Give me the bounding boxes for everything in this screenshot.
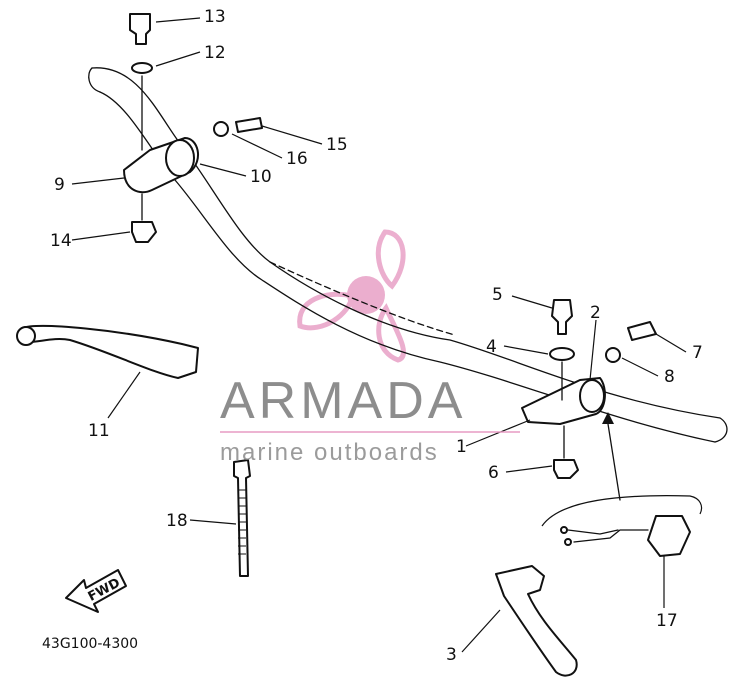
left-clamp-assembly xyxy=(123,13,263,243)
callout-11: 11 xyxy=(88,421,110,441)
brake-lever xyxy=(495,565,578,677)
callout-18: 18 xyxy=(166,511,188,531)
callout-4: 4 xyxy=(486,337,497,357)
callout-10: 10 xyxy=(250,167,272,187)
leader-lines xyxy=(71,17,687,653)
clutch-lever-tip xyxy=(16,326,36,346)
callout-17: 17 xyxy=(656,611,678,631)
callout-9: 9 xyxy=(54,175,65,195)
right-clamp-assembly xyxy=(521,299,657,479)
clutch-lever xyxy=(21,324,199,379)
callout-6: 6 xyxy=(488,463,499,483)
watermark-brand: ARMADA xyxy=(220,372,466,430)
propeller-logo-icon xyxy=(297,229,406,363)
diagram-part-number: 43G100-4300 xyxy=(42,636,138,652)
callout-5: 5 xyxy=(492,285,503,305)
callout-14: 14 xyxy=(50,231,72,251)
callout-8: 8 xyxy=(664,367,675,387)
callout-1: 1 xyxy=(456,437,467,457)
callout-3: 3 xyxy=(446,645,457,665)
fwd-arrow-icon: FWD xyxy=(65,569,127,613)
callout-7: 7 xyxy=(692,343,703,363)
callout-13: 13 xyxy=(204,7,226,27)
callout-2: 2 xyxy=(590,303,601,323)
cable-tie xyxy=(233,459,251,577)
callout-12: 12 xyxy=(204,43,226,63)
callout-16: 16 xyxy=(286,149,308,169)
callout-15: 15 xyxy=(326,135,348,155)
watermark-tagline: marine outboards xyxy=(220,439,439,466)
front-stop-switch xyxy=(541,495,703,557)
